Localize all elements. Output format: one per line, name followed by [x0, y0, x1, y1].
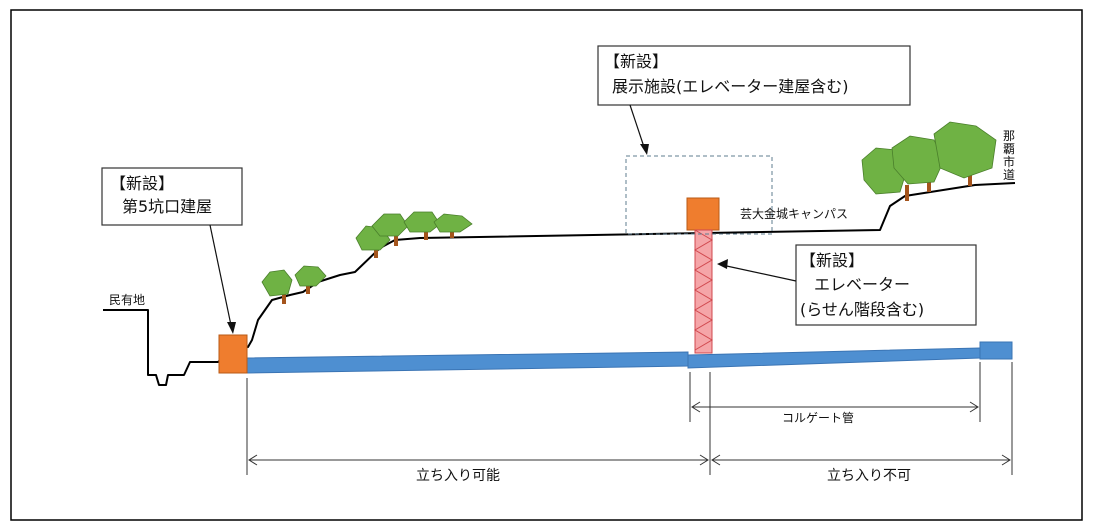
tunnel-segment-corrugated	[687, 347, 981, 369]
elevator-callout-box	[795, 244, 977, 326]
exhibition-dashed-area	[625, 155, 773, 235]
exhibition-facility-box	[686, 197, 720, 231]
access-possible-label: 立ち入り可能	[416, 468, 500, 484]
private-land-label: 民有地	[109, 293, 145, 307]
elevator-leader-line	[721, 264, 797, 282]
svg-text:那: 那	[1003, 129, 1015, 143]
svg-text:道: 道	[1003, 168, 1015, 182]
exhibition-callout-tag: 【新設】	[604, 52, 668, 71]
exhibition-leader-line	[629, 104, 646, 151]
elevator-callout-tag: 【新設】	[800, 251, 864, 270]
adit-callout-label: 第5坑口建屋	[122, 197, 212, 216]
adit-callout-tag: 【新設】	[110, 174, 174, 193]
city-road-label: 那 覇 市 道	[1003, 129, 1015, 182]
svg-text:市: 市	[1003, 154, 1015, 169]
elevator-callout-sublabel: (らせん階段含む)	[800, 300, 924, 319]
campus-label: 芸大金城キャンパス	[740, 206, 848, 221]
adit-building-box	[218, 334, 248, 374]
svg-text:覇: 覇	[1003, 142, 1015, 156]
dimension-access: 立ち入り可能 立ち入り不可	[246, 362, 1013, 484]
exhibition-callout-label: 展示施設(エレベーター建屋含む)	[612, 77, 849, 96]
adit-leader-line	[209, 224, 233, 331]
dimension-corrugated-pipe: コルゲート管	[689, 362, 981, 425]
trees-right-hill	[861, 121, 997, 201]
elevator-callout-label: エレベーター	[814, 275, 910, 294]
diagram-frame	[10, 9, 1083, 521]
access-prohibited-label: 立ち入り不可	[827, 468, 911, 484]
exhibition-callout-box	[597, 45, 911, 106]
trees-left-slope	[261, 211, 473, 304]
tunnel-segment-accessible	[246, 351, 689, 374]
tunnel-segment-end	[979, 341, 1013, 360]
elevator-shaft	[694, 229, 713, 354]
corrugated-pipe-label: コルゲート管	[782, 410, 854, 425]
adit-callout-box	[101, 167, 243, 226]
